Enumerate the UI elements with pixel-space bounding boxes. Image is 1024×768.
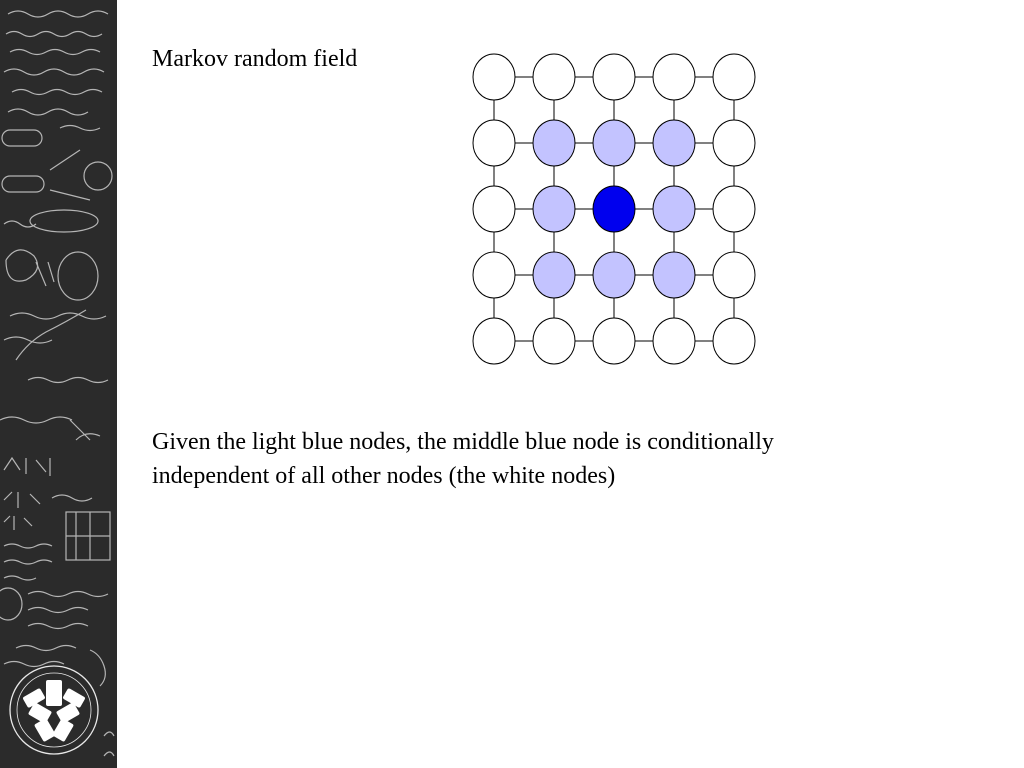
node-white-3-0 bbox=[472, 251, 516, 299]
node-white-4-3 bbox=[652, 317, 696, 365]
caption-line-1: Given the light blue nodes, the middle b… bbox=[152, 429, 774, 455]
node-light-3-3 bbox=[652, 251, 696, 299]
node-white-0-4 bbox=[712, 53, 756, 101]
slide-title: Markov random field bbox=[152, 46, 358, 72]
node-white-2-4 bbox=[712, 185, 756, 233]
node-light-1-2 bbox=[592, 119, 636, 167]
node-light-3-2 bbox=[592, 251, 636, 299]
node-white-0-3 bbox=[652, 53, 696, 101]
node-center-2-2 bbox=[592, 185, 636, 233]
slide-caption: Given the light blue nodes, the middle b… bbox=[152, 425, 952, 493]
node-light-1-1 bbox=[532, 119, 576, 167]
node-white-0-2 bbox=[592, 53, 636, 101]
node-white-2-0 bbox=[472, 185, 516, 233]
node-white-0-0 bbox=[472, 53, 516, 101]
node-white-4-0 bbox=[472, 317, 516, 365]
node-white-4-1 bbox=[532, 317, 576, 365]
node-light-2-1 bbox=[532, 185, 576, 233]
node-white-4-4 bbox=[712, 317, 756, 365]
caption-line-2: independent of all other nodes (the whit… bbox=[152, 463, 616, 489]
chalkboard-scribbles-icon bbox=[0, 10, 115, 757]
node-white-3-4 bbox=[712, 251, 756, 299]
node-light-2-3 bbox=[652, 185, 696, 233]
university-seal-icon bbox=[9, 665, 99, 755]
node-white-4-2 bbox=[592, 317, 636, 365]
graph-nodes bbox=[472, 53, 756, 365]
node-white-0-1 bbox=[532, 53, 576, 101]
node-white-1-4 bbox=[712, 119, 756, 167]
node-light-3-1 bbox=[532, 251, 576, 299]
sidebar-decoration bbox=[0, 0, 117, 768]
node-white-1-0 bbox=[472, 119, 516, 167]
node-light-1-3 bbox=[652, 119, 696, 167]
